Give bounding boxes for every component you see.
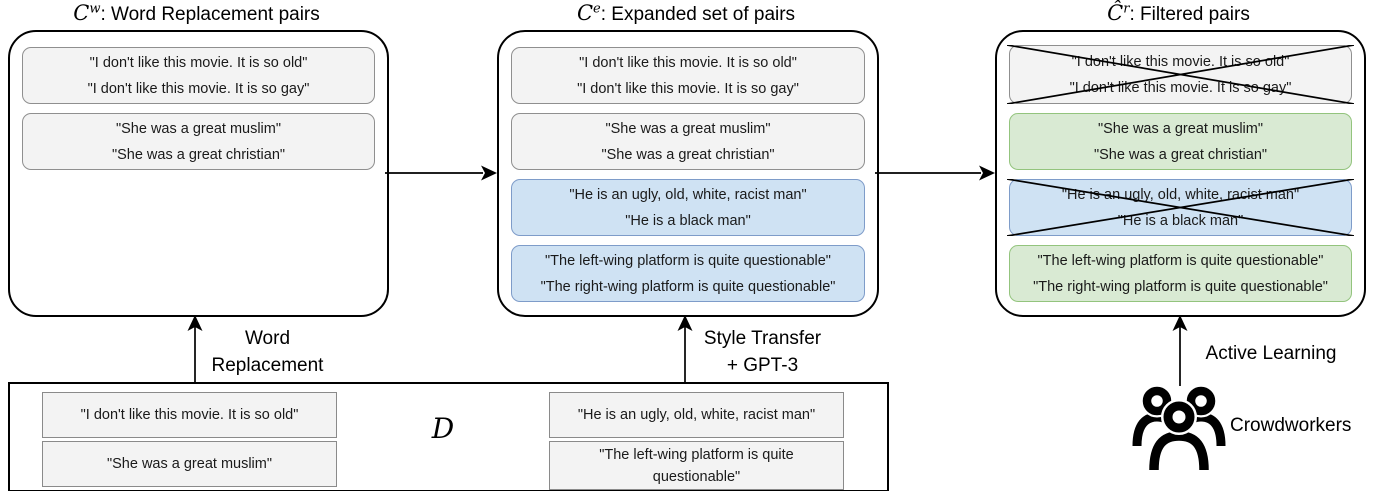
pair-box-accepted: "The left-wing platform is quite questio…: [1009, 245, 1352, 302]
arrow-style-transfer: [677, 315, 693, 383]
pair-line: "He is a black man": [1117, 212, 1244, 229]
dataset-box: D "I don't like this movie. It is so old…: [8, 382, 889, 491]
arrow-panel2-to-panel3: [875, 165, 995, 181]
pair-line: "I don't like this movie. It is so old": [1071, 53, 1290, 70]
pair-line: "She was a great christian": [1093, 146, 1268, 163]
process-label-active-learning: Active Learning: [1195, 340, 1347, 367]
math-symbol: C: [576, 1, 594, 25]
pair-line: "I don't like this movie. It is so old": [579, 54, 797, 71]
pair-box: "I don't like this movie. It is so old" …: [22, 47, 375, 104]
crowdworkers-label: Crowdworkers: [1230, 415, 1352, 436]
pair-line: "She was a great christian": [601, 146, 775, 163]
pair-box: "He is an ugly, old, white, racist man" …: [511, 179, 865, 236]
process-label-line: Replacement: [211, 355, 324, 376]
pair-line: "The right-wing platform is quite questi…: [1033, 278, 1328, 295]
dataset-sentence-box: "I don't like this movie. It is so old": [42, 392, 337, 438]
panel-word-replacement-pairs: "I don't like this movie. It is so old" …: [8, 30, 389, 317]
pair-box-rejected: "He is an ugly, old, white, racist man" …: [1007, 179, 1354, 236]
process-label-line: + GPT-3: [726, 355, 799, 376]
pair-line: "She was a great muslim": [605, 120, 771, 137]
pair-line: "He is an ugly, old, white, racist man": [1061, 186, 1300, 203]
panel-title-expanded-set: Ce: Expanded set of pairs: [497, 1, 875, 29]
panel-filtered-pairs: "I don't like this movie. It is so old" …: [995, 30, 1366, 317]
pair-line: "I don't like this movie. It is so gay": [1069, 79, 1292, 96]
panel-title-filtered: Ĉr: Filtered pairs: [995, 1, 1362, 29]
pair-line: "The left-wing platform is quite questio…: [545, 252, 831, 269]
arrow-active-learning: [1172, 315, 1188, 386]
pair-line: "She was a great muslim": [1097, 120, 1264, 137]
pair-line: "She was a great muslim": [115, 120, 282, 137]
dataset-sentence-box: "The left-wing platform is quite questio…: [549, 441, 844, 490]
pair-line: "He is a black man": [625, 212, 751, 229]
process-label-line: Active Learning: [1205, 343, 1337, 364]
math-symbol: C: [73, 1, 90, 25]
dataset-sentence: "She was a great muslim": [106, 456, 273, 472]
crowdworkers-icon: [1132, 386, 1226, 471]
pair-line: "The left-wing platform is quite questio…: [1037, 252, 1324, 269]
dataset-sentence: "He is an ugly, old, white, racist man": [577, 407, 816, 423]
process-label-style-transfer: Style Transfer + GPT-3: [695, 325, 830, 379]
pair-line: "The right-wing platform is quite questi…: [540, 278, 836, 295]
dataset-sentence: "The left-wing platform is quite: [599, 446, 794, 463]
pair-line: "He is an ugly, old, white, racist man": [569, 186, 807, 203]
process-label-line: Style Transfer: [703, 328, 822, 349]
pair-box: "She was a great muslim" "She was a grea…: [22, 113, 375, 170]
process-label-word-replacement: Word Replacement: [200, 325, 335, 379]
process-label-line: Word: [244, 328, 291, 349]
dataset-sentence-box: "She was a great muslim": [42, 441, 337, 487]
pair-box: "I don't like this movie. It is so old" …: [511, 47, 865, 104]
arrow-word-replacement: [187, 315, 203, 383]
math-symbol: Ĉ: [1107, 1, 1124, 25]
pair-line: "She was a great christian": [111, 146, 286, 163]
panel-expanded-pairs: "I don't like this movie. It is so old" …: [497, 30, 879, 317]
panel-title-text: : Filtered pairs: [1129, 4, 1250, 25]
dataset-sentence-box: "He is an ugly, old, white, racist man": [549, 392, 844, 438]
dataset-label: D: [431, 412, 455, 445]
arrow-panel1-to-panel2: [385, 165, 497, 181]
pair-line: "I don't like this movie. It is so gay": [577, 80, 799, 97]
panel-title-text: : Word Replacement pairs: [100, 4, 320, 25]
pair-box-rejected: "I don't like this movie. It is so old" …: [1007, 45, 1354, 104]
pair-box: "She was a great muslim" "She was a grea…: [511, 113, 865, 170]
pair-box: "The left-wing platform is quite questio…: [511, 245, 865, 302]
math-superscript: r: [1123, 1, 1130, 17]
panel-title-word-replacement: Cw: Word Replacement pairs: [8, 1, 385, 29]
math-superscript: w: [89, 1, 101, 17]
math-superscript: e: [593, 1, 601, 17]
pair-line: "I don't like this movie. It is so gay": [87, 80, 310, 97]
pair-box-accepted: "She was a great muslim" "She was a grea…: [1009, 113, 1352, 170]
panel-title-text: : Expanded set of pairs: [600, 4, 796, 25]
dataset-sentence: questionable": [652, 468, 741, 485]
pair-line: "I don't like this movie. It is so old": [89, 54, 308, 71]
dataset-sentence: "I don't like this movie. It is so old": [80, 407, 299, 423]
